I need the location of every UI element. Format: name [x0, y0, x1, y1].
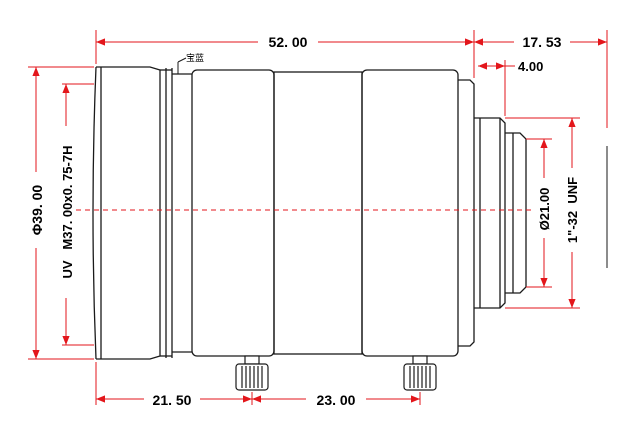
rear-element [505, 132, 527, 294]
iris-lock-screw [403, 355, 437, 391]
dim-rear-length-label: 17. 53 [523, 34, 562, 50]
dim-filter-thread-label: UV M37. 00x0. 75-7H [60, 146, 75, 279]
c-mount [474, 117, 506, 309]
dim-front-to-knob-label: 21. 50 [153, 392, 192, 408]
dim-flange [478, 60, 515, 116]
filter-ring-label: 宝蓝 [186, 52, 204, 64]
dim-flange-label: 4.00 [518, 59, 543, 74]
iris-ring [361, 69, 459, 357]
focus-ring [191, 69, 275, 357]
dim-mount-diameter-label: Ø21.00 [537, 188, 552, 231]
dim-overall-length-label: 52. 00 [269, 34, 308, 50]
dim-mount-thread-label: 1"-32 UNF [565, 177, 580, 243]
focus-lock-screw [235, 355, 269, 391]
middle-barrel [273, 71, 363, 355]
rear-shoulder [458, 79, 475, 347]
front-barrel [96, 66, 161, 360]
lens-body [92, 66, 527, 360]
dim-knob-to-knob-label: 23. 00 [317, 392, 356, 408]
dim-body-diameter-label: Φ39. 00 [29, 185, 45, 236]
